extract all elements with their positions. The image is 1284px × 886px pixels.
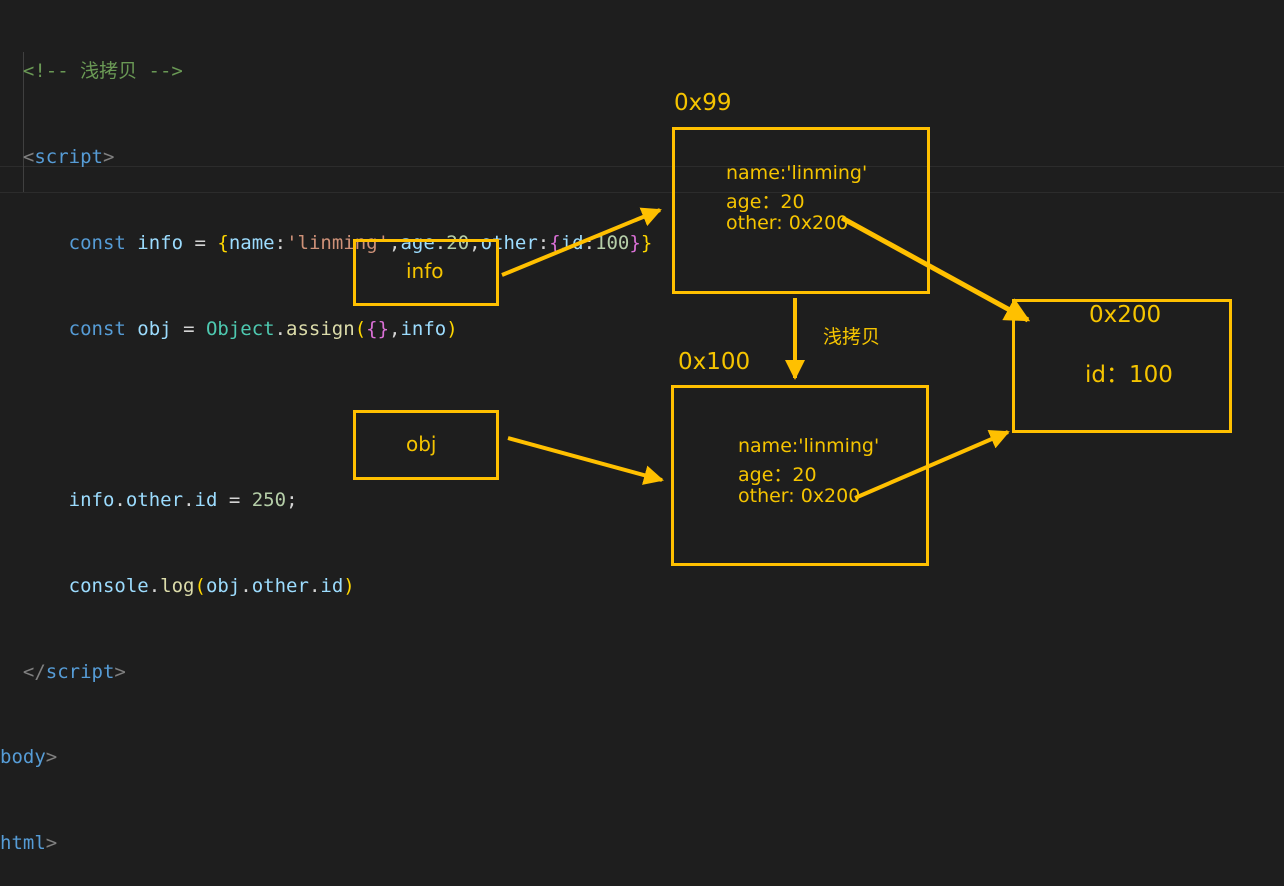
- info-object-box: [672, 127, 930, 294]
- other-object-box: [1012, 299, 1232, 433]
- code-line-8: </script>: [22, 660, 126, 683]
- assign-op: =: [183, 231, 218, 254]
- var-console: console: [68, 574, 149, 597]
- arrow-0x99-other-to-0x200: [840, 215, 1031, 323]
- prop-id: id: [194, 489, 218, 512]
- var-info: info: [68, 489, 115, 512]
- indent-guide: [23, 52, 24, 192]
- info-object-line-1: name:'linming': [726, 162, 868, 184]
- address-0x200: 0x200: [1089, 302, 1162, 328]
- address-0x100: 0x100: [678, 349, 751, 375]
- address-0x99: 0x99: [674, 90, 732, 116]
- shallow-copy-label: 浅拷贝: [823, 326, 881, 348]
- copy-object-box: [671, 385, 929, 566]
- class-object: Object: [205, 317, 275, 340]
- obj-variable-box: [353, 410, 499, 480]
- current-line-highlight: [0, 166, 1284, 193]
- code-line-4: const obj = Object.assign({},info): [68, 317, 458, 340]
- arrow-0x100-other-to-0x200: [854, 429, 1010, 500]
- arrow-obj-to-0x100: [507, 436, 664, 485]
- code-line-6: info.other.id = 250;: [68, 489, 298, 512]
- var-obj: obj: [205, 574, 241, 597]
- html-close-tag: html: [0, 832, 46, 855]
- info-variable-box: [353, 239, 499, 306]
- arrows-layer: [501, 207, 1031, 500]
- code-line-10: html>: [0, 832, 58, 855]
- code-line-1: <!-- 浅拷贝 -->: [0, 57, 652, 86]
- assign-op: =: [217, 489, 252, 512]
- arg-info: info: [400, 317, 447, 340]
- number-100: 100: [595, 231, 630, 254]
- fn-log: log: [160, 574, 195, 597]
- prop-other: other: [251, 574, 309, 597]
- string-linming: 'linming': [286, 231, 390, 254]
- obj-label: obj: [406, 432, 437, 456]
- other-object-content: id：100: [1085, 362, 1173, 388]
- code-line-3: const info = {name:'linming',age:20,othe…: [68, 231, 653, 254]
- script-close-tag: script: [45, 660, 115, 683]
- memory-diagram: info obj 0x99 name:'linming' age：20 othe…: [353, 90, 1232, 566]
- code-line-9: body>: [0, 746, 58, 769]
- prop-other: other: [125, 489, 184, 512]
- prop-age: age: [400, 231, 435, 254]
- number-250: 250: [251, 489, 287, 512]
- prop-other: other: [480, 231, 538, 254]
- info-object-line-2: age：20: [726, 191, 805, 213]
- semicolon: ;: [286, 489, 298, 512]
- keyword-const: const: [68, 231, 126, 254]
- assign-op: =: [171, 317, 206, 340]
- var-obj: obj: [137, 317, 172, 340]
- prop-name: name: [228, 231, 275, 254]
- copy-object-line-2: age：20: [738, 464, 817, 486]
- arrow-info-to-0x99: [501, 207, 662, 277]
- prop-id: id: [320, 574, 344, 597]
- number-20: 20: [446, 231, 470, 254]
- var-info: info: [137, 231, 184, 254]
- copy-object-line-1: name:'linming': [738, 435, 880, 457]
- info-label: info: [406, 259, 444, 283]
- script-open-tag: script: [34, 145, 103, 168]
- code-line-2: <script>: [22, 145, 115, 168]
- code-line-7: console.log(obj.other.id): [68, 574, 355, 597]
- fn-assign: assign: [286, 317, 355, 340]
- html-comment: <!-- 浅拷贝 -->: [22, 60, 183, 83]
- info-object-line-3: other: 0x200: [726, 212, 849, 234]
- keyword-const: const: [68, 317, 126, 340]
- body-close-tag: body: [0, 746, 46, 769]
- copy-object-line-3: other: 0x200: [738, 485, 861, 507]
